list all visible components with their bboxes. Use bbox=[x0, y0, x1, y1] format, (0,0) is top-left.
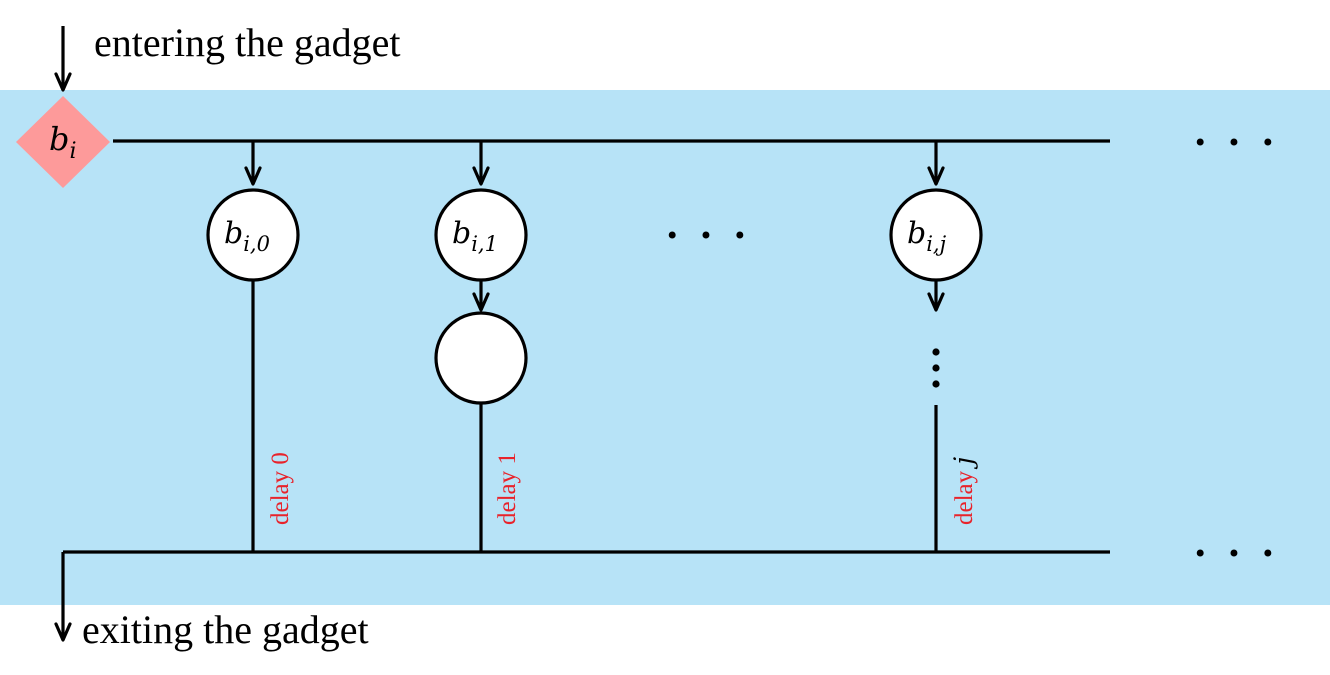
delay-node-unlabeled bbox=[434, 311, 528, 405]
exiting-label: exiting the gadget bbox=[82, 607, 369, 652]
bottom-ellipsis: • • • bbox=[1193, 540, 1281, 568]
node-b-i-1-label: bi,1 bbox=[452, 216, 498, 256]
middle-ellipsis: • • • bbox=[665, 222, 753, 250]
vertical-ellipsis bbox=[932, 348, 940, 388]
entry-node-label: bi bbox=[49, 120, 77, 164]
entry-node-b-i bbox=[16, 96, 110, 188]
node-b-i-0-label: bi,0 bbox=[224, 216, 270, 256]
node-b-i-j-label: bi,j bbox=[907, 216, 947, 256]
gadget-background bbox=[0, 90, 1330, 605]
entering-label: entering the gadget bbox=[94, 20, 401, 65]
delay-1-label: delay 1 bbox=[494, 452, 521, 525]
top-ellipsis: • • • bbox=[1193, 129, 1281, 157]
delay-0-label: delay 0 bbox=[267, 452, 294, 525]
delay-j-label: delay j bbox=[949, 457, 978, 525]
